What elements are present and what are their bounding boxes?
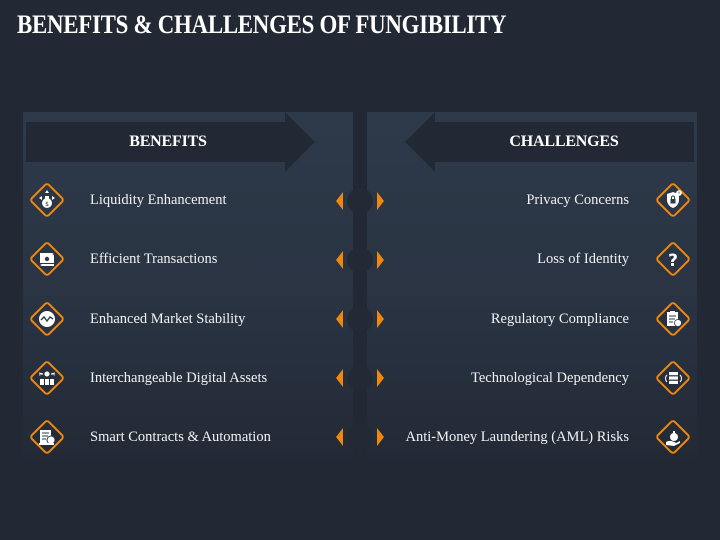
money-bag-arrows-icon: $ xyxy=(28,181,66,219)
benefit-label: Efficient Transactions xyxy=(90,251,218,267)
challenge-item: Technological Dependency xyxy=(367,353,697,403)
challenge-label: Privacy Concerns xyxy=(526,192,629,208)
arrow-right-icon xyxy=(377,428,384,446)
arrow-left-icon xyxy=(336,251,343,269)
connector-dot xyxy=(347,424,373,450)
head-question-icon: ? xyxy=(654,240,692,278)
connector xyxy=(334,423,386,451)
challenge-item: Regulatory Compliance xyxy=(367,294,697,344)
benefit-label: Interchangeable Digital Assets xyxy=(90,370,268,386)
challenge-label: Technological Dependency xyxy=(470,370,629,386)
benefit-item: Smart Contracts & Automation xyxy=(23,412,353,462)
challenge-item: Anti-Money Laundering (AML) Risks xyxy=(367,412,697,462)
page-title: BENEFITS & CHALLENGES OF FUNGIBILITY xyxy=(17,10,507,39)
connector-dot xyxy=(347,247,373,273)
challenges-header-arrow xyxy=(405,112,435,172)
clipboard-check-icon xyxy=(654,300,692,338)
server-sync-icon xyxy=(654,359,692,397)
shield-lock-icon xyxy=(654,181,692,219)
connector xyxy=(334,187,386,215)
arrow-right-icon xyxy=(377,251,384,269)
benefit-item: Efficient Transactions xyxy=(23,234,353,284)
connector xyxy=(334,246,386,274)
stability-wave-icon xyxy=(28,300,66,338)
challenges-header: CHALLENGES xyxy=(509,133,619,150)
challenge-label: Anti-Money Laundering (AML) Risks xyxy=(405,429,629,445)
challenge-item: Loss of Identity ? xyxy=(367,234,697,284)
challenges-panel: CHALLENGES Privacy Concerns Loss of Iden… xyxy=(367,112,697,460)
center-divider xyxy=(353,112,367,442)
connector xyxy=(334,364,386,392)
svg-text:$: $ xyxy=(45,201,49,208)
connector-dot xyxy=(347,365,373,391)
arrow-right-icon xyxy=(377,369,384,387)
benefits-header: BENEFITS xyxy=(129,133,207,150)
challenge-item: Privacy Concerns xyxy=(367,175,697,225)
benefits-panel: BENEFITS $ Liquidity Enhancement Efficie… xyxy=(23,112,353,460)
money-exchange-icon xyxy=(28,240,66,278)
benefit-label: Enhanced Market Stability xyxy=(90,311,246,327)
arrow-left-icon xyxy=(336,369,343,387)
hand-money-bag-icon xyxy=(654,418,692,456)
arrow-left-icon xyxy=(336,192,343,210)
connector-dot xyxy=(347,188,373,214)
challenges-header-band xyxy=(434,122,694,162)
connector xyxy=(334,305,386,333)
benefit-item: $ Liquidity Enhancement xyxy=(23,175,353,225)
digital-coins-icon xyxy=(28,359,66,397)
arrow-right-icon xyxy=(377,310,384,328)
arrow-left-icon xyxy=(336,428,343,446)
benefits-header-arrow xyxy=(285,112,315,172)
benefit-label: Liquidity Enhancement xyxy=(90,192,227,208)
connector-dot xyxy=(347,306,373,332)
benefit-item: Interchangeable Digital Assets xyxy=(23,353,353,403)
benefits-header-band xyxy=(26,122,286,162)
arrow-right-icon xyxy=(377,192,384,210)
smart-contract-icon xyxy=(28,418,66,456)
benefit-item: Enhanced Market Stability xyxy=(23,294,353,344)
challenge-label: Regulatory Compliance xyxy=(490,311,629,327)
arrow-left-icon xyxy=(336,310,343,328)
benefit-label: Smart Contracts & Automation xyxy=(90,429,271,445)
challenge-label: Loss of Identity xyxy=(537,251,629,267)
svg-text:?: ? xyxy=(668,251,678,271)
